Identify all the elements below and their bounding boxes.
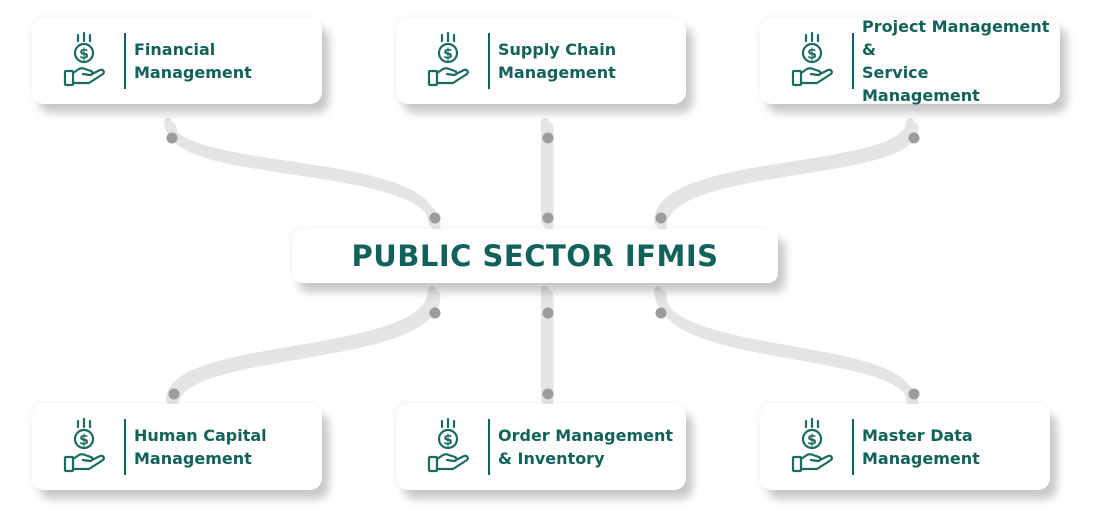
card-title: Financial Management [134, 40, 252, 82]
hand-coin-icon: $ [418, 32, 476, 90]
center-box: PUBLIC SECTOR IFMIS [292, 229, 778, 283]
connector-master-data [654, 286, 914, 404]
svg-text:$: $ [79, 47, 89, 63]
connector-dot [542, 307, 554, 319]
card-financial-management: $ Financial Management [32, 18, 322, 104]
connector-dot [542, 388, 554, 400]
connector-project [654, 118, 914, 226]
card-title: Project Management & Service Management [862, 17, 1050, 105]
svg-text:$: $ [807, 433, 817, 449]
svg-text:$: $ [443, 433, 453, 449]
card-divider [124, 33, 126, 89]
hand-coin-icon: $ [54, 32, 112, 90]
connector-dot [908, 132, 920, 144]
card-divider [488, 419, 490, 475]
connector-financial [164, 118, 436, 226]
connector-human-capital [166, 286, 436, 404]
hand-coin-icon: $ [418, 418, 476, 476]
card-divider [124, 419, 126, 475]
card-title: Human Capital Management [134, 426, 267, 468]
card-title: Supply Chain Management [498, 40, 617, 82]
connector-dot [655, 307, 667, 319]
card-title: Order Management & Inventory [498, 426, 674, 468]
connector-paths [164, 118, 914, 404]
hand-coin-icon: $ [54, 418, 112, 476]
connector-dot [166, 132, 178, 144]
center-title: PUBLIC SECTOR IFMIS [351, 239, 719, 273]
hand-coin-icon: $ [782, 418, 840, 476]
connector-dot [429, 212, 441, 224]
card-project-service-management: $ Project Management & Service Managemen… [760, 17, 1060, 105]
svg-text:$: $ [807, 47, 817, 63]
card-supply-chain-management: $ Supply Chain Management [396, 18, 686, 104]
hand-coin-icon: $ [782, 32, 840, 90]
svg-text:$: $ [443, 47, 453, 63]
card-divider [852, 419, 854, 475]
connector-dot [908, 388, 920, 400]
card-human-capital-management: $ Human Capital Management [32, 404, 322, 490]
card-order-management-inventory: $ Order Management & Inventory [396, 404, 686, 490]
connector-dot [542, 132, 554, 144]
card-master-data-management: $ Master Data Management [760, 404, 1050, 490]
svg-text:$: $ [79, 433, 89, 449]
connector-dot [542, 212, 554, 224]
card-title: Master Data Management [862, 426, 980, 468]
connector-dot [168, 388, 180, 400]
card-divider [852, 33, 854, 89]
card-divider [488, 33, 490, 89]
connector-dot [429, 307, 441, 319]
connector-dot [655, 212, 667, 224]
